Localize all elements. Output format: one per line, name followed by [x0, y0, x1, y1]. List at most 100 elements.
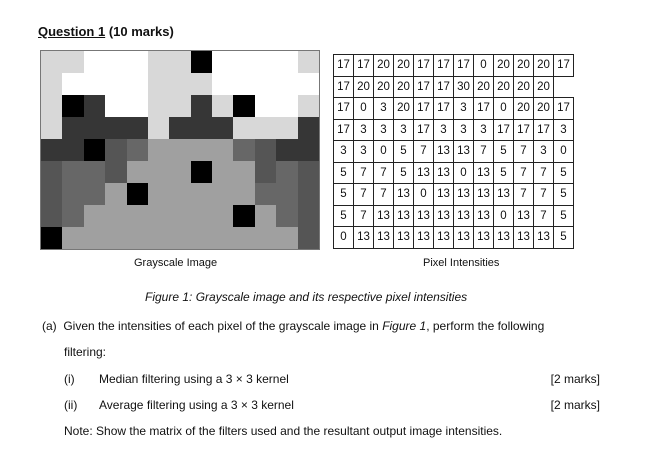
pixel-cell: 17	[553, 54, 574, 77]
item-i-marks: [2 marks]	[550, 372, 600, 386]
gray-pixel	[126, 73, 148, 95]
gray-pixel	[41, 183, 63, 205]
pixel-cell: 3	[353, 118, 374, 141]
gray-pixel	[41, 227, 63, 249]
gray-pixel	[276, 139, 298, 161]
gray-pixel	[105, 139, 127, 161]
pixel-cell: 5	[553, 183, 574, 206]
pixel-cell: 20	[393, 54, 414, 77]
pixel-cell: 5	[553, 204, 574, 227]
pixel-cell: 20	[473, 75, 494, 98]
pixel-cell: 5	[553, 161, 574, 184]
pixel-cell: 17	[453, 54, 474, 77]
question-label: Question 1	[38, 24, 106, 39]
gray-pixel	[105, 117, 127, 139]
gray-pixel	[83, 227, 106, 249]
gray-pixel	[254, 227, 277, 249]
gray-pixel	[41, 73, 63, 95]
gray-pixel	[126, 205, 148, 227]
pixel-cell: 13	[533, 226, 554, 249]
gray-pixel	[83, 95, 106, 117]
gray-pixel	[169, 95, 191, 117]
pixel-cell: 13	[433, 204, 454, 227]
gray-pixel	[254, 95, 277, 117]
pixel-cell: 13	[413, 204, 434, 227]
gray-pixel	[254, 139, 277, 161]
gray-pixel	[62, 95, 84, 117]
pixel-cell: 17	[413, 118, 434, 141]
pixel-cell: 7	[353, 204, 374, 227]
pixel-cell: 7	[533, 161, 554, 184]
gray-pixel	[105, 161, 127, 183]
gray-pixel	[212, 139, 234, 161]
pixel-cell: 20	[513, 54, 534, 77]
gray-pixel	[212, 73, 234, 95]
gray-pixel	[276, 161, 298, 183]
pixel-cell: 3	[453, 97, 474, 120]
gray-pixel	[147, 139, 170, 161]
part-a-line1: (a) Given the intensities of each pixel …	[42, 319, 544, 333]
pixel-cell: 3	[433, 118, 454, 141]
pixel-cell: 13	[453, 226, 474, 249]
pixel-cell: 13	[473, 204, 494, 227]
item-ii-marks: [2 marks]	[550, 398, 600, 412]
gray-pixel	[190, 73, 213, 95]
gray-pixel	[126, 95, 148, 117]
pixel-cell: 20	[533, 97, 554, 120]
gray-pixel	[169, 117, 191, 139]
gray-pixel	[126, 51, 148, 73]
question-marks: (10 marks)	[108, 24, 174, 39]
gray-pixel	[254, 51, 277, 73]
gray-pixel	[276, 73, 298, 95]
gray-pixel	[147, 227, 170, 249]
grayscale-image	[40, 50, 320, 250]
gray-pixel	[212, 117, 234, 139]
grayscale-caption: Grayscale Image	[134, 257, 218, 269]
pixel-cell: 17	[353, 54, 374, 77]
pixel-cell: 13	[433, 140, 454, 163]
pixel-cell: 20	[353, 75, 374, 98]
pixel-cell: 3	[373, 97, 394, 120]
gray-pixel	[233, 139, 255, 161]
pixel-cell: 13	[373, 226, 394, 249]
gray-pixel	[297, 183, 319, 205]
item-ii-number: (ii)	[64, 398, 78, 412]
gray-pixel	[41, 139, 63, 161]
pixel-cell: 7	[373, 183, 394, 206]
gray-pixel	[83, 73, 106, 95]
pixel-cell: 3	[393, 118, 414, 141]
gray-pixel	[190, 51, 213, 73]
part-a-line2: filtering:	[64, 345, 107, 359]
gray-pixel	[105, 227, 127, 249]
gray-pixel	[126, 161, 148, 183]
pixel-cell: 3	[453, 118, 474, 141]
pixel-cell: 13	[433, 226, 454, 249]
pixel-cell: 13	[493, 226, 514, 249]
gray-pixel	[276, 95, 298, 117]
pixel-cell: 7	[413, 140, 434, 163]
gray-pixel	[41, 205, 63, 227]
gray-pixel	[62, 51, 84, 73]
gray-pixel	[41, 161, 63, 183]
pixel-cell: 17	[553, 97, 574, 120]
item-i-text: Median filtering using a 3 × 3 kernel	[99, 372, 289, 386]
pixel-cell: 0	[473, 54, 494, 77]
gray-pixel	[62, 139, 84, 161]
pixel-cell: 13	[393, 226, 414, 249]
pixel-cell: 0	[333, 226, 354, 249]
gray-pixel	[254, 205, 277, 227]
gray-pixel	[233, 117, 255, 139]
gray-pixel	[297, 139, 319, 161]
pixel-cell: 17	[413, 97, 434, 120]
pixel-cell: 17	[513, 118, 534, 141]
pixel-cell: 0	[493, 204, 514, 227]
pixel-cell: 5	[333, 204, 354, 227]
gray-pixel	[41, 51, 63, 73]
question-heading: Question 1 (10 marks)	[38, 24, 174, 39]
gray-pixel	[169, 183, 191, 205]
gray-pixel	[83, 183, 106, 205]
pixel-cell: 17	[493, 118, 514, 141]
